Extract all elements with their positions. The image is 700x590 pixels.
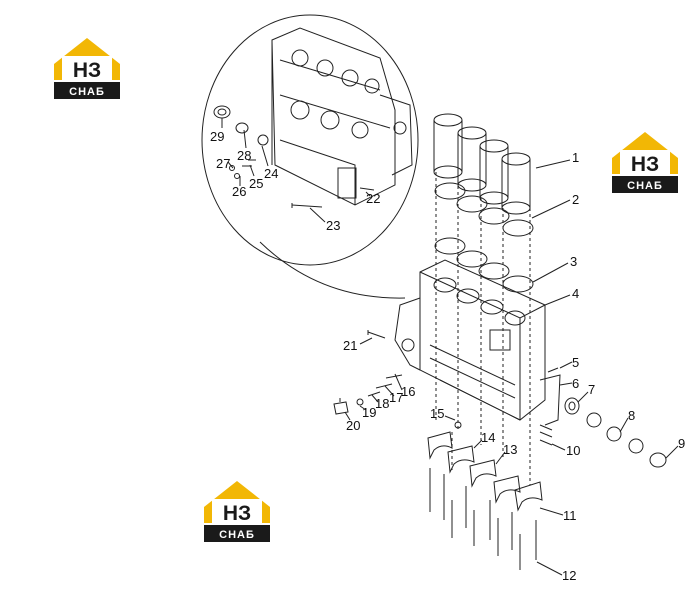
bearing-caps (427, 431, 543, 512)
liner-d (501, 152, 531, 215)
seal-8b (606, 426, 622, 442)
logo-watermark-bottom-left: НЗ СНАБ (200, 477, 274, 545)
logo-watermark-top-left: НЗ СНАБ (50, 34, 124, 102)
logo-watermark-right: НЗ СНАБ (608, 128, 682, 196)
fitting-17 (375, 383, 393, 389)
callout-13: 13 (503, 442, 517, 457)
bolt-21 (367, 331, 386, 339)
callout-20: 20 (346, 418, 360, 433)
engine-block (394, 259, 561, 426)
callout-18: 18 (375, 396, 389, 411)
callout-labels: 1 2 3 4 5 6 7 8 9 10 11 12 13 14 15 16 1… (210, 129, 685, 583)
callout-27: 27 (216, 156, 230, 171)
small-bolts (539, 367, 559, 446)
o-rings-lower (434, 237, 534, 293)
plug-27 (229, 165, 235, 171)
rear-seals (564, 397, 667, 468)
svg-text:СНАБ: СНАБ (69, 86, 105, 98)
callout-28: 28 (237, 148, 251, 163)
callout-29: 29 (210, 129, 224, 144)
callout-17: 17 (389, 390, 403, 405)
seal-ring-24 (257, 134, 269, 146)
seal-7 (564, 397, 580, 415)
callout-25: 25 (249, 176, 263, 191)
bolt-22 (359, 187, 375, 191)
detail-engine-block (271, 27, 413, 206)
callout-6: 6 (572, 376, 579, 391)
callout-21: 21 (343, 338, 357, 353)
plug-26 (234, 173, 240, 179)
liner-c (479, 139, 509, 205)
callout-4: 4 (572, 286, 579, 301)
detail-magnifier (201, 14, 419, 299)
cap-e (514, 481, 543, 512)
callout-2: 2 (572, 192, 579, 207)
guide-lines (435, 172, 531, 485)
callout-10: 10 (566, 443, 580, 458)
cap-c (469, 459, 497, 488)
callout-19: 19 (362, 405, 376, 420)
cap-9 (649, 452, 667, 468)
callout-1: 1 (572, 150, 579, 165)
washer-19 (356, 398, 364, 406)
seal-8c (628, 438, 644, 454)
callout-11: 11 (563, 508, 577, 523)
left-fittings (333, 330, 403, 415)
seal-ring-28-upper (235, 122, 249, 134)
callout-7: 7 (588, 382, 595, 397)
svg-text:СНАБ: СНАБ (219, 529, 255, 541)
callout-24: 24 (264, 166, 278, 181)
cap-b (447, 445, 475, 474)
callout-5: 5 (572, 355, 579, 370)
cap-bolts (429, 421, 537, 570)
cylinder-liners (433, 113, 531, 215)
dowel-pin-23 (291, 204, 323, 208)
liner-b (457, 126, 487, 192)
svg-text:НЗ: НЗ (223, 502, 251, 525)
callout-3: 3 (570, 254, 577, 269)
leader-lines (221, 118, 679, 576)
callout-9: 9 (678, 436, 685, 451)
seal-ring-29 (213, 105, 231, 119)
seal-8a (586, 412, 602, 428)
callout-16: 16 (401, 384, 415, 399)
svg-text:НЗ: НЗ (73, 59, 101, 82)
callout-8: 8 (628, 408, 635, 423)
fitting-18 (367, 391, 381, 397)
cap-a (427, 431, 453, 460)
callout-22: 22 (366, 191, 380, 206)
plug-20 (333, 401, 349, 415)
svg-text:СНАБ: СНАБ (627, 180, 663, 192)
cap-d (493, 475, 521, 504)
callout-12: 12 (562, 568, 576, 583)
o-rings-upper (434, 182, 534, 237)
callout-23: 23 (326, 218, 340, 233)
callout-14: 14 (481, 430, 495, 445)
svg-text:НЗ: НЗ (631, 153, 659, 176)
detail-small-parts (213, 105, 375, 208)
callout-15: 15 (430, 406, 444, 421)
fitting-16 (385, 374, 403, 379)
callout-26: 26 (232, 184, 246, 199)
